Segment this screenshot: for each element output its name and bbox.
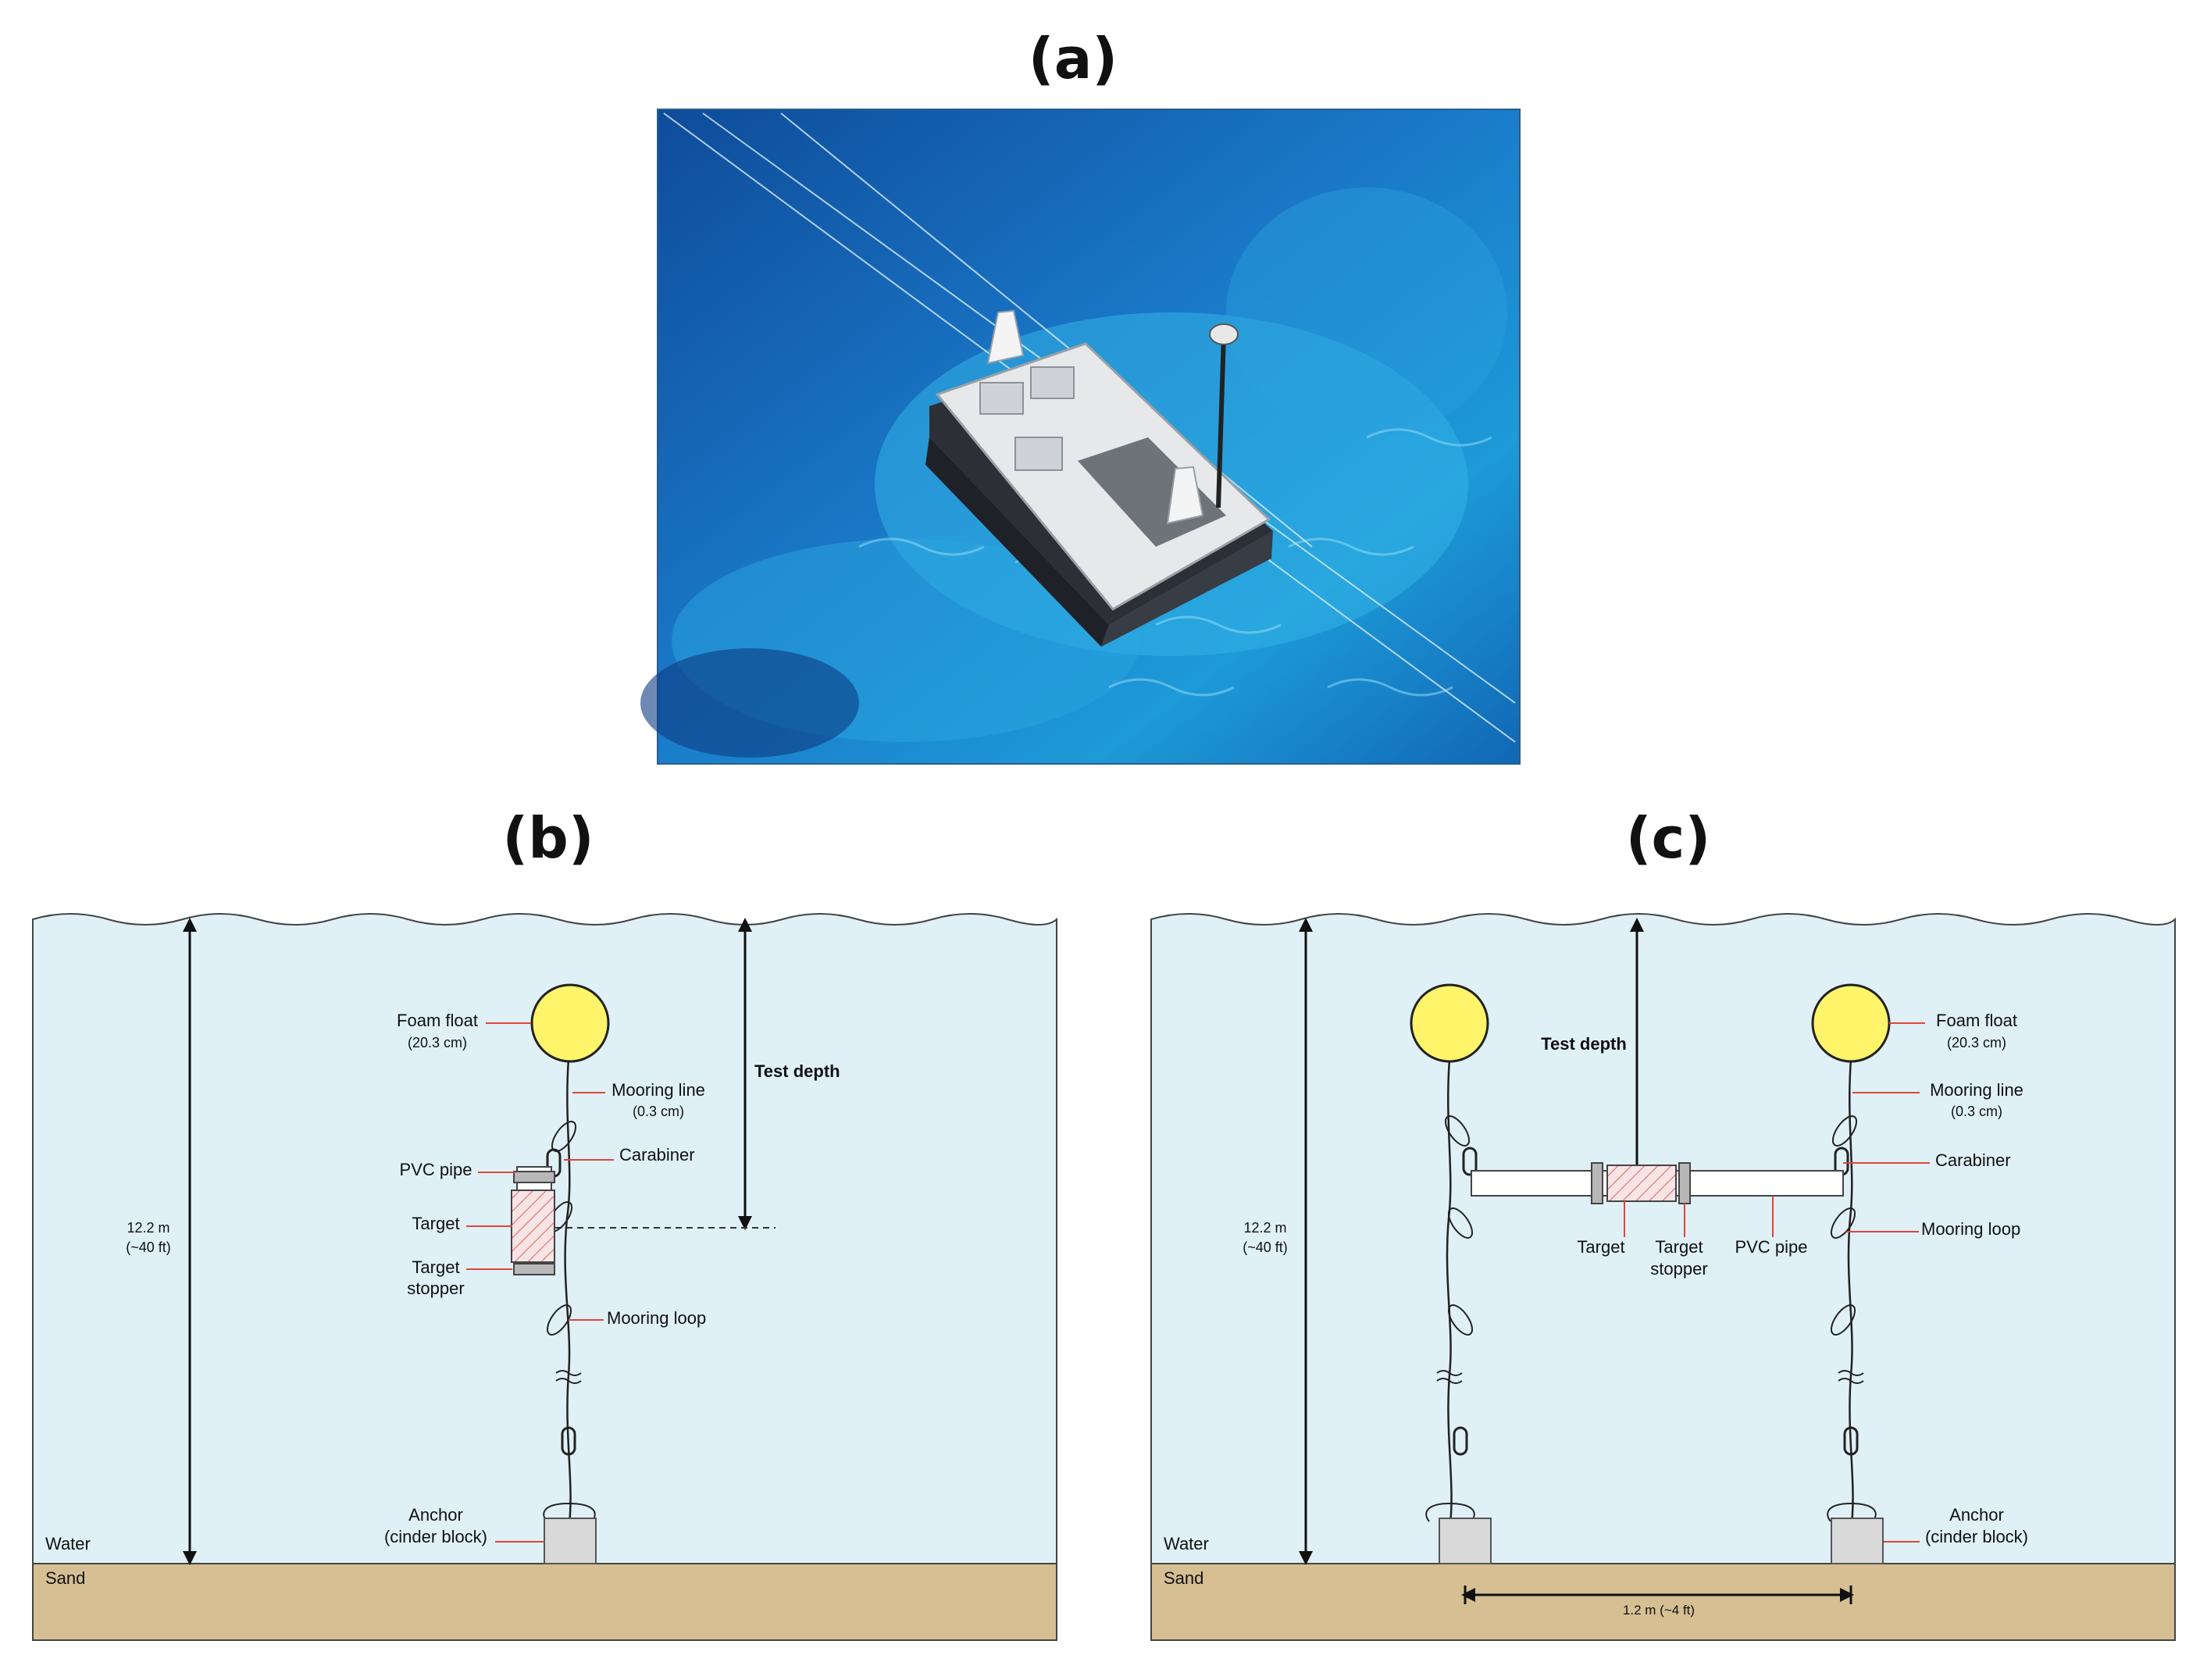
anchor-block bbox=[544, 1518, 597, 1564]
mooring-line-right bbox=[1847, 1058, 1854, 1532]
target-stopper bbox=[513, 1171, 555, 1183]
target bbox=[1606, 1165, 1677, 1202]
carabiner bbox=[1843, 1426, 1859, 1456]
label-pvc-pipe: PVC pipe bbox=[400, 1160, 472, 1179]
label-test-depth: Test depth bbox=[1541, 1034, 1627, 1054]
label-foam-float: Foam float bbox=[397, 1011, 478, 1030]
label-carabiner: Carabiner bbox=[619, 1145, 695, 1165]
label-depth-value: 12.2 m bbox=[1243, 1220, 1286, 1236]
label-carabiner: Carabiner bbox=[1935, 1150, 2011, 1170]
carabiner bbox=[1462, 1147, 1478, 1176]
mooring-loop bbox=[1830, 1304, 1856, 1336]
mooring-loop bbox=[1447, 1207, 1474, 1239]
label-depth-value-ft: (~40 ft) bbox=[1243, 1239, 1288, 1255]
target bbox=[511, 1190, 555, 1263]
label-water: Water bbox=[45, 1534, 91, 1553]
mooring-loop bbox=[1447, 1304, 1474, 1336]
label-target-stopper: Target bbox=[412, 1257, 459, 1277]
target-stopper bbox=[1591, 1162, 1603, 1204]
label-depth-value: 12.2 m bbox=[127, 1220, 169, 1236]
mooring-loop bbox=[1830, 1207, 1856, 1239]
target-stopper bbox=[513, 1263, 555, 1275]
vessel-photo bbox=[640, 109, 1521, 765]
label-anchor-type: (cinder block) bbox=[384, 1527, 487, 1546]
mooring-line bbox=[564, 1058, 572, 1532]
label-mooring-line: Mooring line bbox=[1930, 1080, 2024, 1100]
label-anchor: Anchor bbox=[408, 1505, 463, 1525]
label-target-stopper-2: stopper bbox=[407, 1279, 464, 1298]
label-mooring-line: Mooring line bbox=[612, 1080, 705, 1100]
label-test-depth: Test depth bbox=[754, 1061, 840, 1081]
label-target-stopper-2: stopper bbox=[1650, 1259, 1707, 1279]
mooring-loop bbox=[1831, 1115, 1858, 1147]
foam-float-left bbox=[1410, 983, 1489, 1063]
panel-c-diagram: Foam float (20.3 cm) Test depth Mooring … bbox=[1150, 913, 2176, 1641]
label-sand: Sand bbox=[45, 1568, 85, 1588]
carabiner bbox=[1453, 1426, 1468, 1456]
label-target-stopper: Target bbox=[1655, 1237, 1703, 1257]
label-sand: Sand bbox=[1164, 1568, 1203, 1588]
label-mooring-loop: Mooring loop bbox=[607, 1308, 706, 1328]
target-stopper bbox=[1678, 1162, 1691, 1204]
label-water: Water bbox=[1164, 1534, 1209, 1553]
label-mooring-line-size: (0.3 cm) bbox=[1951, 1104, 2002, 1119]
foam-float bbox=[530, 983, 610, 1063]
mooring-loop bbox=[546, 1304, 572, 1336]
label-anchor-type: (cinder block) bbox=[1925, 1527, 2028, 1546]
panel-b-diagram: Foam float (20.3 cm) Mooring line (0.3 c… bbox=[32, 913, 1057, 1641]
foam-float-right bbox=[1811, 983, 1891, 1063]
label-depth-value-ft: (~40 ft) bbox=[126, 1239, 171, 1255]
anchor-block-right bbox=[1831, 1518, 1884, 1564]
label-target: Target bbox=[1577, 1237, 1624, 1257]
panel-c-title: (c) bbox=[1626, 805, 1711, 871]
panel-b-title: (b) bbox=[502, 805, 594, 871]
label-mooring-loop: Mooring loop bbox=[1921, 1219, 2020, 1239]
label-spacing: 1.2 m (~4 ft) bbox=[1623, 1603, 1695, 1618]
carabiner bbox=[561, 1426, 576, 1456]
label-foam-float: Foam float bbox=[1936, 1011, 2017, 1030]
label-target: Target bbox=[412, 1214, 459, 1233]
label-foam-float-size: (20.3 cm) bbox=[1947, 1035, 2006, 1050]
label-mooring-line-size: (0.3 cm) bbox=[633, 1104, 684, 1119]
panel-a-title: (a) bbox=[1029, 26, 1118, 91]
label-pvc-pipe: PVC pipe bbox=[1735, 1237, 1808, 1257]
label-anchor: Anchor bbox=[1949, 1505, 2004, 1525]
anchor-block-left bbox=[1439, 1518, 1492, 1564]
mooring-loop bbox=[1444, 1115, 1471, 1147]
label-foam-float-size: (20.3 cm) bbox=[408, 1035, 467, 1050]
mooring-line-left bbox=[1446, 1058, 1453, 1532]
